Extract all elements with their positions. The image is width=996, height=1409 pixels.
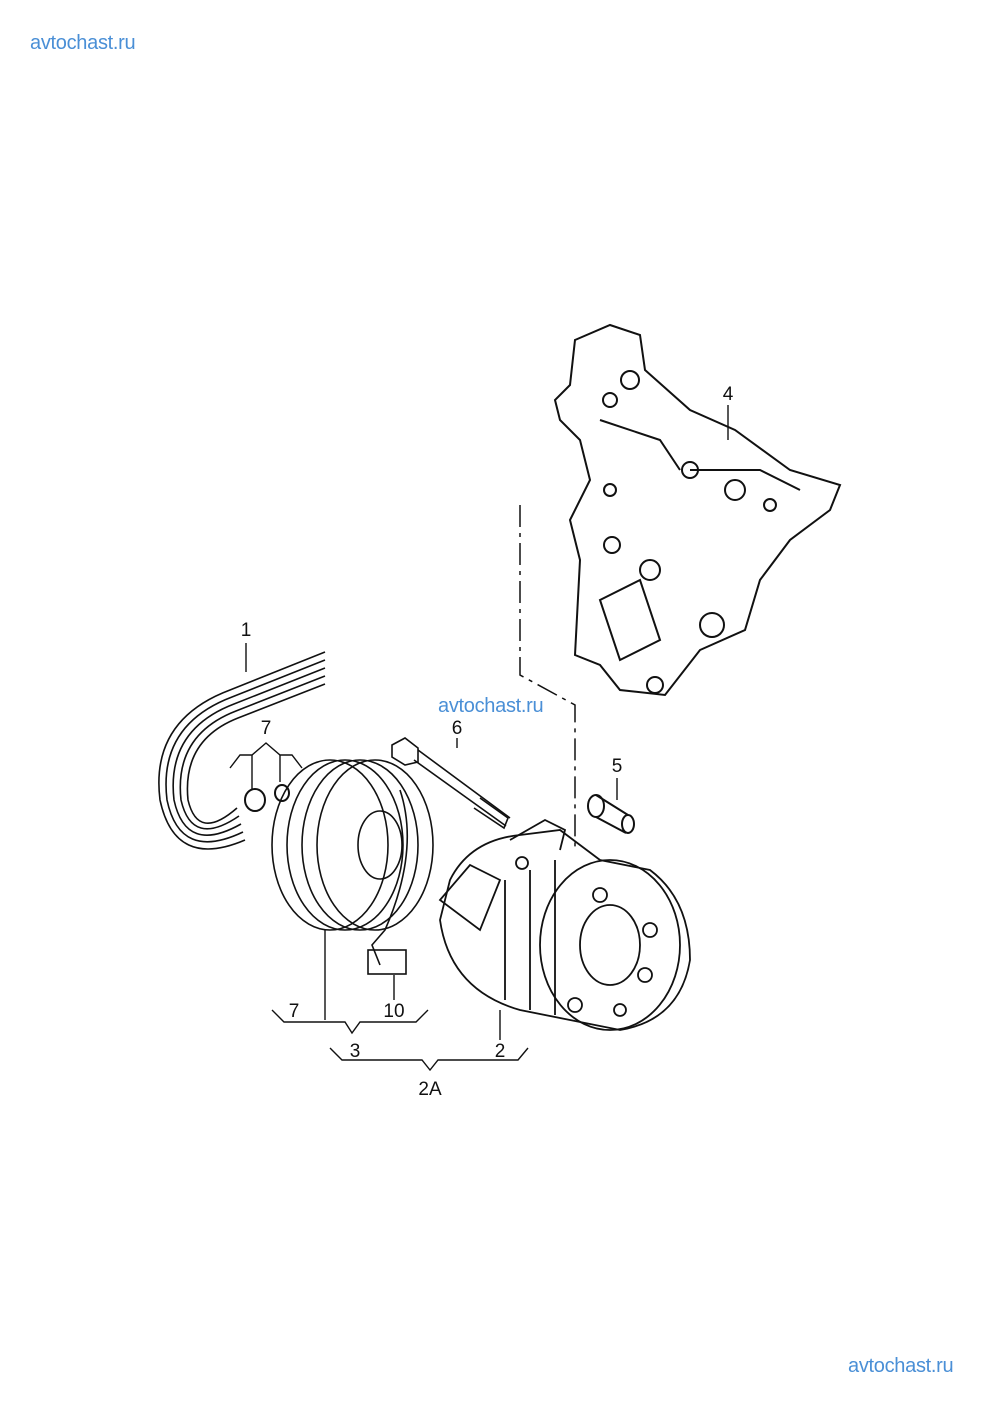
callout-bolt: 6 (451, 718, 463, 739)
watermark-top-left: avtochast.ru (30, 32, 136, 54)
bolt-drawing (391, 737, 511, 830)
callout-compressor: 2 (494, 1041, 506, 1062)
callout-connector: 10 (383, 1001, 405, 1022)
bushing-drawing (587, 794, 635, 834)
callout-nut-key-top: 7 (260, 718, 272, 739)
alignment-line (519, 505, 576, 850)
bracket-drawing (553, 323, 842, 697)
clutch-pulley-drawing (271, 759, 434, 975)
callout-compressor-assembly: 2A (418, 1079, 442, 1100)
nut-drawing (244, 788, 266, 812)
belt-drawing (158, 651, 326, 850)
key-drawing (274, 784, 290, 802)
callout-clutch: 3 (349, 1041, 361, 1062)
leader-lines (229, 405, 729, 1072)
watermark-bottom-right: avtochast.ru (848, 1355, 954, 1377)
callout-bushing: 5 (611, 756, 623, 777)
compressor-drawing (438, 818, 691, 1031)
callout-belt: 1 (240, 620, 252, 641)
watermark-center: avtochast.ru (438, 695, 544, 717)
callout-nut-key-bottom: 7 (288, 1001, 300, 1022)
callout-bracket: 4 (722, 384, 734, 405)
